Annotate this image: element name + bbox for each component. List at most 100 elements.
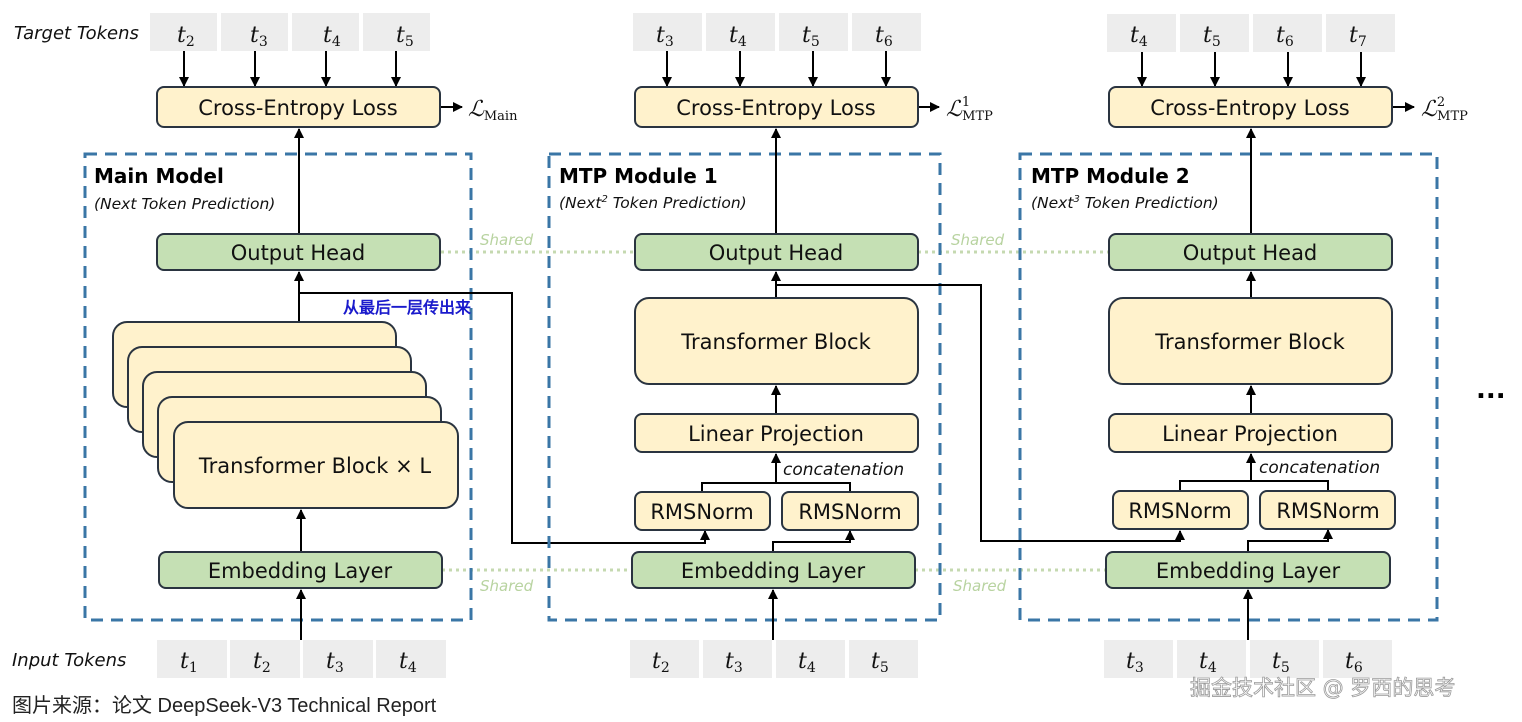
target-token xyxy=(1253,14,1322,52)
main-model-subtitle: (Next Token Prediction) xyxy=(94,195,275,213)
target-tokens-label: Target Tokens xyxy=(14,23,139,44)
transformer-block-stack: Transformer Block × L xyxy=(112,321,459,509)
target-token xyxy=(706,13,775,51)
input-tokens-label: Input Tokens xyxy=(12,650,126,671)
last-layer-annotation: 从最后一层传出来 xyxy=(343,298,472,317)
input-token xyxy=(849,640,918,678)
mtp-module-1: MTP Module 1 (Next2 Token Prediction) t3… xyxy=(547,13,993,678)
output-head-box xyxy=(1108,233,1393,271)
embedding-layer-box xyxy=(1105,551,1391,589)
embedding-layer-label: Embedding Layer xyxy=(208,559,393,583)
input-token-label: t4 xyxy=(399,649,417,676)
input-token-label: t6 xyxy=(1345,649,1363,676)
mtp1-input-tokens: t2 t3 t4 t5 xyxy=(630,640,918,678)
rmsnorm-right-label: RMSNorm xyxy=(798,500,901,524)
input-token-label: t2 xyxy=(253,649,271,676)
input-token xyxy=(230,640,300,678)
rmsnorm-left-box xyxy=(1112,490,1249,530)
main-input-tokens: t1 t2 t3 t4 xyxy=(157,640,446,678)
cross-entropy-loss-label: Cross-Entropy Loss xyxy=(1150,96,1349,120)
main-to-mtp1-hidden-link xyxy=(299,292,710,544)
rmsnorm-right-label: RMSNorm xyxy=(1276,499,1379,523)
target-token-label: t6 xyxy=(875,23,893,50)
target-token-label: t5 xyxy=(396,23,414,50)
target-token xyxy=(221,13,288,51)
transformer-block-label: Transformer Block xyxy=(680,330,871,354)
concatenation-label: concatenation xyxy=(1259,458,1380,478)
input-token-label: t3 xyxy=(326,649,344,676)
mtp2-subtitle: (Next3 Token Prediction) xyxy=(1031,194,1219,212)
output-head-label: Output Head xyxy=(709,241,844,265)
embedding-to-rmsnorm xyxy=(1247,529,1333,552)
mtp1-title: MTP Module 1 xyxy=(559,164,718,188)
input-token xyxy=(1250,640,1319,678)
target-token xyxy=(1107,14,1176,52)
embedding-layer-label: Embedding Layer xyxy=(681,559,866,583)
embedding-layer-box xyxy=(158,551,443,589)
input-token-label: t5 xyxy=(1272,649,1290,676)
mtp1-to-mtp2-hidden-link xyxy=(776,284,1185,542)
input-token xyxy=(303,640,373,678)
mtp1-subtitle: (Next2 Token Prediction) xyxy=(559,194,747,212)
target-token-label: t3 xyxy=(656,23,674,50)
linear-projection-box xyxy=(634,413,919,453)
target-token-label: t4 xyxy=(729,23,747,50)
shared-label: Shared xyxy=(953,577,1007,595)
mtp1-target-tokens: t3 t4 t5 t6 xyxy=(633,13,921,51)
cross-entropy-loss-box xyxy=(156,86,441,128)
mtp2-input-tokens: t3 t4 t5 t6 xyxy=(1104,640,1392,678)
transformer-block-box xyxy=(634,297,919,385)
watermark: 掘金技术社区 @ 罗西的思考 xyxy=(1190,676,1455,700)
input-token xyxy=(703,640,772,678)
output-head-box xyxy=(634,233,919,271)
cross-entropy-loss-box xyxy=(1108,86,1393,128)
image-source-caption: 图片来源：论文 DeepSeek-V3 Technical Report xyxy=(12,694,437,717)
input-token-label: t1 xyxy=(180,649,198,676)
input-token xyxy=(1177,640,1246,678)
input-token-label: t2 xyxy=(652,649,670,676)
input-token xyxy=(776,640,845,678)
main-target-tokens: t2 t3 t4 t5 xyxy=(150,13,430,51)
target-token xyxy=(1326,14,1395,52)
rmsnorm-left-label: RMSNorm xyxy=(1128,499,1231,523)
cross-entropy-loss-label: Cross-Entropy Loss xyxy=(676,96,875,120)
main-model-title: Main Model xyxy=(94,164,224,188)
target-token xyxy=(1180,14,1249,52)
rmsnorm-left-box xyxy=(634,491,771,531)
mtp2-frame xyxy=(1018,152,1439,622)
target-token-label: t7 xyxy=(1349,23,1367,50)
embedding-layer-label: Embedding Layer xyxy=(1156,559,1341,583)
transformer-block-label: Transformer Block xyxy=(1154,330,1345,354)
target-token xyxy=(779,13,848,51)
target-token xyxy=(852,13,921,51)
concat-merge xyxy=(701,482,851,492)
output-head-label: Output Head xyxy=(1183,241,1318,265)
target-token xyxy=(292,13,359,51)
shared-label: Shared xyxy=(480,231,534,249)
transformer-block-label: Transformer Block × L xyxy=(198,454,431,478)
input-token-label: t3 xyxy=(1126,649,1144,676)
mtp2-title: MTP Module 2 xyxy=(1031,164,1190,188)
mtp1-frame xyxy=(547,152,942,622)
loss-main-symbol: ℒMain xyxy=(468,97,518,124)
linear-projection-box xyxy=(1108,413,1393,453)
input-token xyxy=(1323,640,1392,678)
target-token xyxy=(633,13,702,51)
input-token xyxy=(376,640,446,678)
main-model: Main Model (Next Token Prediction) t2 t3… xyxy=(83,13,518,678)
cross-entropy-loss-label: Cross-Entropy Loss xyxy=(198,96,397,120)
concatenation-label: concatenation xyxy=(783,460,904,480)
target-token-label: t4 xyxy=(1130,23,1148,50)
cross-entropy-loss-box xyxy=(634,86,919,128)
ellipsis-more-modules: ... xyxy=(1476,375,1506,405)
concat-merge xyxy=(1179,480,1329,491)
embedding-layer-box xyxy=(631,551,916,589)
main-model-frame xyxy=(83,152,473,622)
mtp-module-2: MTP Module 2 (Next3 Token Prediction) t4… xyxy=(1018,14,1468,678)
output-head-box xyxy=(156,233,441,271)
target-token-label: t6 xyxy=(1276,23,1294,50)
rmsnorm-left-label: RMSNorm xyxy=(650,500,753,524)
